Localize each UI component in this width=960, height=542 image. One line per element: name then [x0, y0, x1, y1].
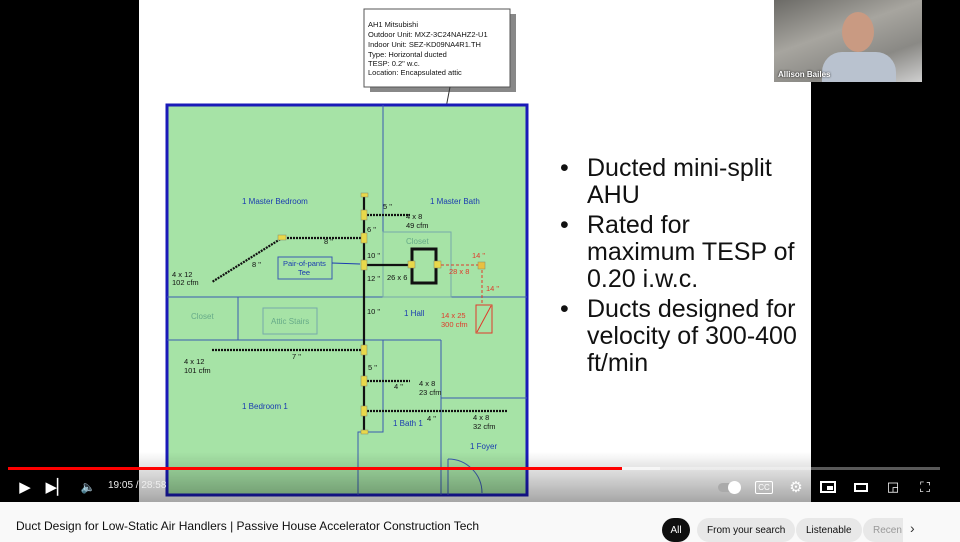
register-cfm: 102 cfm: [172, 278, 199, 287]
return-grille-cfm: 300 cfm: [441, 320, 468, 329]
cast-icon: ◲: [886, 479, 900, 494]
duct-size: 5 ": [368, 363, 377, 372]
bullet: Ducted mini-split AHU: [560, 155, 800, 209]
duct-size: 7 ": [292, 352, 301, 361]
volume-icon: 🔈: [80, 480, 96, 494]
info-line: Indoor Unit: SEZ-KD09NA4R1.TH: [368, 40, 481, 49]
gear-icon: ⚙: [789, 479, 803, 496]
room-label: 1 Hall: [404, 309, 425, 318]
info-line: TESP: 0.2" w.c.: [368, 59, 420, 68]
duct-size: 14 ": [472, 251, 485, 260]
chip-listenable[interactable]: Listenable: [796, 518, 862, 542]
controls-gradient: [0, 452, 960, 502]
register-cfm: 101 cfm: [184, 366, 211, 375]
room-label: Closet: [406, 237, 429, 246]
register-size: 4 x 8: [473, 413, 489, 422]
duct-size: 8 ": [324, 237, 333, 246]
theater-icon: [854, 482, 868, 492]
register-size: 4 x 12: [184, 357, 204, 366]
info-box: [363, 8, 511, 88]
register-size: 4 x 8: [419, 379, 435, 388]
settings-button[interactable]: ⚙: [785, 476, 807, 498]
return-duct-size: 28 x 8: [449, 267, 469, 276]
next-button[interactable]: ▶▏: [45, 476, 69, 498]
register-cfm: 49 cfm: [406, 221, 429, 230]
register-size: 4 x 8: [406, 212, 422, 221]
cc-icon: CC: [755, 480, 773, 494]
captions-button[interactable]: CC: [753, 476, 775, 498]
info-line: Outdoor Unit: MXZ-3C24NAHZ2-U1: [368, 30, 488, 39]
room-label: 1 Master Bath: [430, 197, 480, 206]
register-cfm: 23 cfm: [419, 388, 442, 397]
miniplayer-button[interactable]: [817, 476, 839, 498]
room-label: Attic Stairs: [271, 317, 309, 326]
duct-size: 10 ": [367, 307, 380, 316]
fullscreen-button[interactable]: ⛶: [914, 476, 936, 498]
duct-size: 4 ": [427, 414, 436, 423]
duct-size: 14 ": [486, 284, 499, 293]
cast-button[interactable]: ◲: [882, 476, 904, 498]
presenter-name: Allison Bailes: [778, 70, 831, 79]
info-line: Location: Encapsulated attic: [368, 68, 462, 77]
duct-size: 10 ": [367, 251, 380, 260]
play-icon: ▶: [19, 479, 31, 496]
room-label: 1 Bedroom 1: [242, 402, 288, 411]
room-label: Closet: [191, 312, 214, 321]
presenter-body: [822, 52, 896, 82]
info-line: AH1 Mitsubishi: [368, 20, 418, 29]
callout-label: Tee: [298, 268, 310, 277]
next-icon: ▶▏: [45, 479, 69, 496]
progress-bar[interactable]: [8, 467, 940, 470]
played-bar: [8, 467, 623, 470]
duct-size: 12 ": [367, 274, 380, 283]
volume-button[interactable]: 🔈: [78, 476, 98, 498]
theater-button[interactable]: [850, 476, 872, 498]
floor-plan: 1 Master Bedroom 1 Master Bath Closet Cl…: [165, 103, 529, 497]
play-button[interactable]: ▶: [14, 476, 36, 498]
below-video: Duct Design for Low-Static Air Handlers …: [0, 502, 960, 542]
video-title: Duct Design for Low-Static Air Handlers …: [16, 519, 480, 533]
slide-bullets: Ducted mini-split AHU Rated for maximum …: [560, 155, 800, 380]
duct-size: 5 ": [383, 202, 392, 211]
chip-from-your-search[interactable]: From your search: [697, 518, 796, 542]
toggle-icon: [718, 480, 741, 494]
video-player[interactable]: AH1 Mitsubishi Outdoor Unit: MXZ-3C24NAH…: [0, 0, 960, 502]
chip-all[interactable]: All: [662, 518, 690, 542]
presenter-head: [842, 12, 874, 52]
duct-size: 4 ": [394, 382, 403, 391]
bullet: Rated for maximum TESP of 0.20 i.w.c.: [560, 212, 800, 293]
chevron-right-icon[interactable]: ›: [910, 520, 915, 536]
callout-label: Pair-of-pants: [283, 259, 326, 268]
room-label: 1 Master Bedroom: [242, 197, 308, 206]
return-grille-size: 14 x 25: [441, 311, 466, 320]
chip-recent[interactable]: Recen: [863, 518, 903, 542]
webcam-feed: Allison Bailes: [774, 0, 922, 82]
duct-size: 8 ": [252, 260, 261, 269]
fullscreen-icon: ⛶: [920, 478, 930, 495]
bullet: Ducts designed for velocity of 300-400 f…: [560, 296, 800, 377]
room-label: 1 Foyer: [470, 442, 497, 451]
register-size: 4 x 12: [172, 270, 192, 279]
duct-size: 6 ": [367, 225, 376, 234]
autoplay-toggle[interactable]: [716, 476, 742, 498]
plenum-size: 26 x 6: [387, 273, 407, 282]
register-cfm: 32 cfm: [473, 422, 496, 431]
info-line: Type: Horizontal ducted: [368, 50, 447, 59]
time-display: 19:05 / 28:58: [108, 480, 167, 491]
miniplayer-icon: [820, 481, 836, 493]
room-label: 1 Bath 1: [393, 419, 423, 428]
